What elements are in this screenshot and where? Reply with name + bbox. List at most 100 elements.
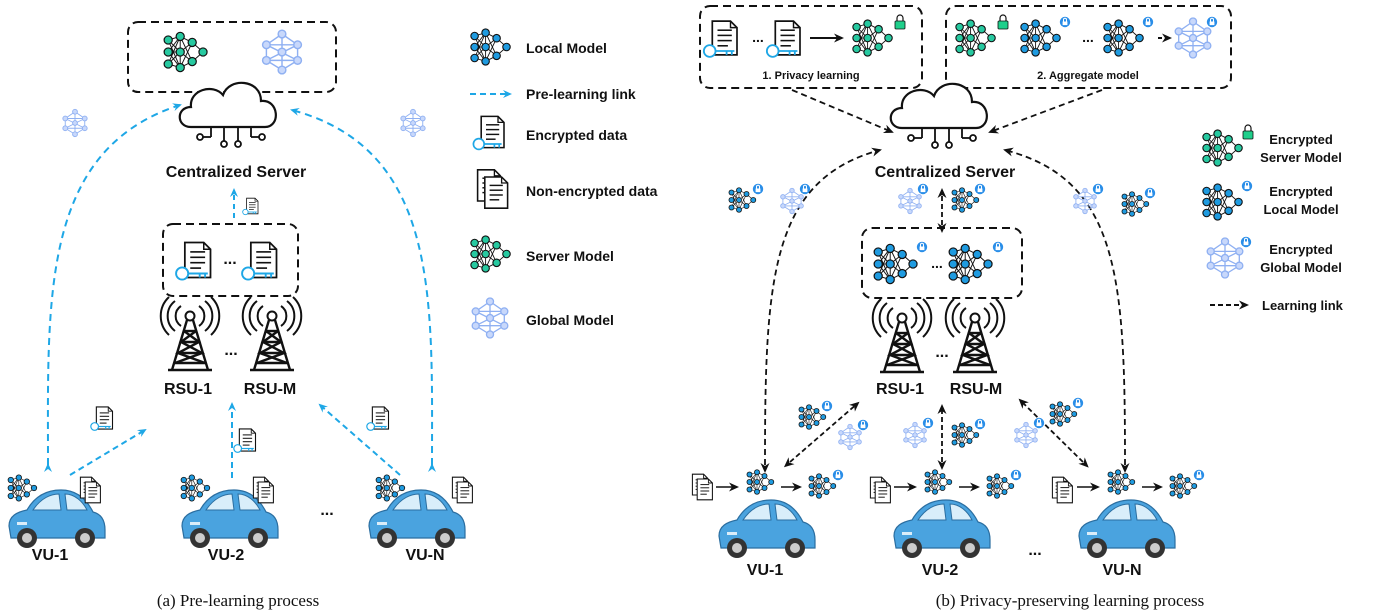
local-model-icon [809,474,836,499]
ellipsis: ... [1028,542,1041,559]
local-model-icon [799,405,826,430]
lock-icon [1144,187,1156,199]
vu-1-label: VU-1 [32,547,69,564]
vu-n-label: VU-N [1102,562,1141,579]
centralized-server-label: Centralized Server [166,164,307,181]
local-model-icon [952,188,979,213]
rsu-tower-icon [159,295,221,372]
rsu-1-label: RSU-1 [164,381,212,398]
rsu-1-label: RSU-1 [876,381,924,398]
aggregate-model-label: 2. Aggregate model [1037,70,1139,82]
rsu-m-label: RSU-M [950,381,1002,398]
local-model-icon [949,244,992,283]
local-model-icon [729,188,756,213]
lock-icon [1092,183,1104,195]
lock-icon [997,14,1009,30]
legend-encrypted-global-model-line1: Encrypted [1269,242,1333,257]
legend-server-model: Server Model [526,248,614,264]
encrypted-data-icon [242,242,276,279]
lock-icon [1059,16,1071,28]
learning-link [988,89,1103,134]
panel-a: Centralized Server ... ... RSU-1 RSU-M .… [8,21,472,610]
local-model-icon [952,423,979,448]
lock-icon [752,183,764,195]
lock-icon [1142,16,1154,28]
vehicle-icon [893,499,991,559]
global-model-icon [838,423,862,451]
legend-non-encrypted-data: Non-encrypted data [526,183,658,199]
lock-icon [799,183,811,195]
learning-link-vu1 [760,147,882,473]
legend-encrypted-global-model-line2: Global Model [1260,260,1342,275]
non-encrypted-data-icon [1052,477,1072,503]
caption-a: (a) Pre-learning process [157,591,319,610]
lock-icon [1240,236,1252,248]
vu-1-label: VU-1 [747,562,784,579]
local-model-icon [1021,20,1060,56]
pre-learning-link-vun [290,107,436,473]
lock-icon [832,469,844,481]
vehicle-icon [1078,499,1176,559]
local-model-icon [471,29,510,65]
global-model-icon [400,108,426,138]
non-encrypted-data-icon [692,474,712,500]
encrypted-data-icon [367,407,389,430]
legend-encrypted-server-model-line2: Server Model [1260,150,1342,165]
legend-left: Local Model Pre-learning link Encrypted … [470,29,658,339]
server-model-icon [956,20,995,56]
rsu-model-box [861,227,1023,299]
local-model-icon [1050,402,1077,427]
lock-icon [992,241,1004,253]
legend-encrypted-server-model-line1: Encrypted [1269,132,1333,147]
lock-icon [1033,417,1045,429]
pre-learning-link-vu1 [44,103,182,473]
local-model-icon [747,470,774,495]
lock-icon [1072,397,1084,409]
local-model-icon [1104,20,1143,56]
global-model-icon [780,187,804,215]
panel-b: ... 1. Privacy learning ... 2. Aggregate… [692,5,1232,610]
ellipsis: ... [224,342,237,359]
encrypted-data-icon [234,429,256,452]
learning-link-vu1-rsu [783,401,860,468]
server-model-icon [164,32,207,71]
lock-icon [917,183,929,195]
learning-link-vun-rsu [1018,398,1089,468]
caption-b: (b) Privacy-preserving learning process [936,591,1205,610]
ellipsis: ... [1082,29,1094,45]
lock-icon [974,183,986,195]
local-model-icon [925,470,952,495]
encrypted-data-icon [91,407,113,430]
pre-learning-link-vun-rsu [318,403,401,476]
legend-global-model: Global Model [526,312,614,328]
rsu-data-box [162,223,299,297]
encrypted-data-icon [176,242,210,279]
ellipsis: ... [320,502,333,519]
learning-link [791,89,894,134]
local-model-icon [987,474,1014,499]
lock-icon [974,418,986,430]
pre-learning-link-vu1-rsu [69,428,147,476]
local-model-icon [874,244,917,283]
vu-n-label: VU-N [405,547,444,564]
ellipsis: ... [935,344,948,361]
non-encrypted-data-icon [870,477,890,503]
global-model-icon [903,421,927,449]
lock-icon [922,417,934,429]
legend-learning-link: Learning link [1262,298,1344,313]
vu-2-label: VU-2 [208,547,245,564]
legend-encrypted-data: Encrypted data [526,127,627,143]
encrypted-data-icon [243,198,258,215]
vehicle-icon [368,489,466,549]
encrypted-data-icon [767,21,800,57]
local-model-icon [1122,192,1149,217]
ellipsis: ... [752,29,764,45]
encrypted-data-icon [704,21,737,57]
local-model-icon [1108,470,1135,495]
legend-pre-learning-link: Pre-learning link [526,86,636,102]
lock-icon [894,14,906,30]
ellipsis: ... [223,251,236,268]
global-model-icon [1014,421,1038,449]
lock-icon [857,419,869,431]
local-model-icon [1203,184,1242,220]
